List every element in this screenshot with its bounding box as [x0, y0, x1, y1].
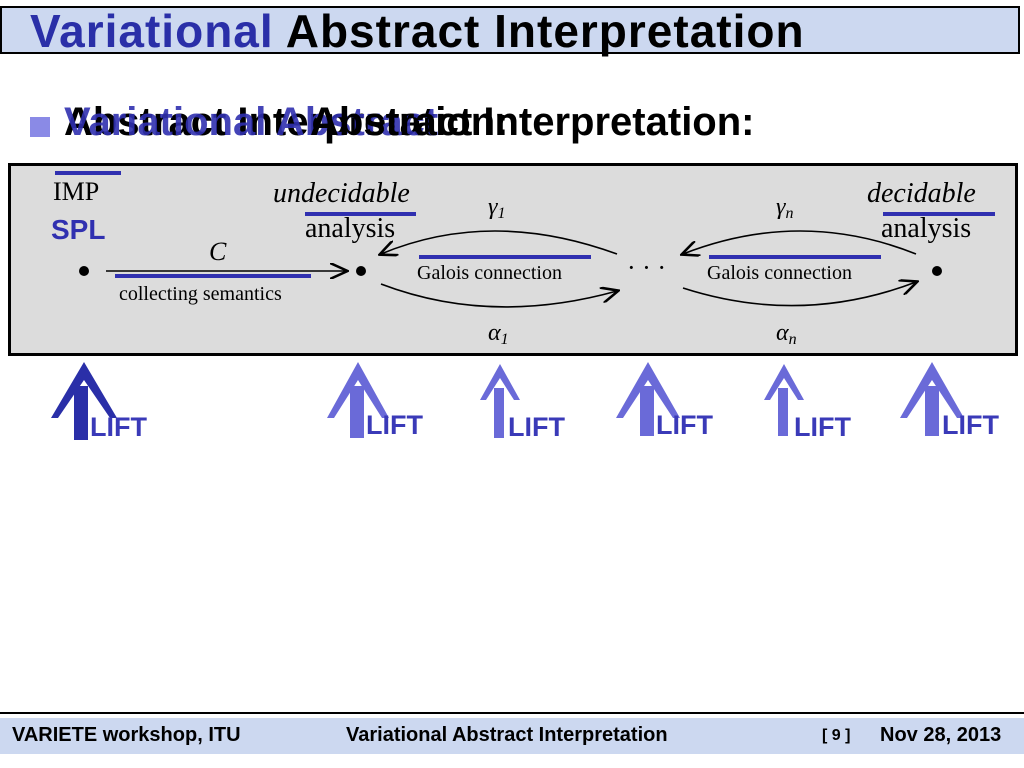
lift-label-6: LIFT [942, 410, 999, 440]
lift-label-4: LIFT [656, 410, 713, 440]
alpha1-label: α1 [488, 320, 509, 348]
title-variational: Variational [30, 5, 274, 57]
title-bar: Variational Abstract Interpretation [0, 5, 1020, 57]
analysis-right-label: analysis [881, 213, 971, 244]
lift-label-3: LIFT [508, 412, 565, 442]
imp-label: IMP [53, 177, 99, 206]
node-decidable [932, 266, 942, 276]
lift-arrow-icon-4 [616, 362, 680, 436]
lift-label-1: LIFT [90, 412, 147, 442]
lift-label-2: LIFT [366, 410, 423, 440]
lift-arrow-icon-3 [480, 364, 520, 438]
bullet-text-b: Variational Abstract [64, 100, 439, 144]
lift-arrows [51, 362, 964, 440]
decidable-label: decidable [867, 178, 976, 209]
undecidable-label: undecidable [273, 178, 410, 209]
bullet-square-icon [30, 117, 50, 137]
gamma1-arrow [381, 230, 618, 254]
spl-label: SPL [51, 214, 105, 245]
lift-arrow-icon-1 [51, 362, 117, 440]
galois-right-label: Galois connection [707, 262, 852, 284]
diagram-panel: IMP SPL C collecting semantics undecidab… [8, 163, 1018, 356]
lift-arrow-icon-2 [327, 362, 389, 438]
node-undecidable [356, 266, 366, 276]
slide-title: Variational Abstract Interpretation [30, 4, 805, 58]
c-label: C [209, 237, 227, 266]
lift-arrow-icon-6 [900, 362, 964, 436]
lift-label-5: LIFT [794, 412, 851, 442]
lift-arrow-icon-5 [764, 364, 804, 436]
title-rest: Abstract Interpretation [285, 5, 805, 57]
bullet-text-c: Abstract Interpretation: [310, 100, 755, 144]
footer-event: VARIETE workshop, ITU [12, 724, 241, 746]
gamman-label: γn [776, 194, 793, 222]
footer-page-number: [ 9 ] [822, 727, 851, 744]
footer-bar [0, 718, 1024, 754]
alpha1-arrow [380, 283, 617, 308]
collecting-label: collecting semantics [119, 283, 282, 305]
diagram-svg: IMP SPL C collecting semantics undecidab… [51, 171, 995, 348]
footer-divider [0, 712, 1024, 714]
ellipsis-dots: · · · [627, 253, 666, 282]
gamma1-label: γ1 [488, 194, 505, 222]
alphan-arrow [682, 282, 916, 307]
node-imp [79, 266, 89, 276]
bullet-text-a: Abstract Interpretation: [64, 100, 509, 144]
galois-left-label: Galois connection [417, 262, 562, 284]
footer-title: Variational Abstract Interpretation [346, 724, 668, 746]
alphan-label: αn [776, 320, 797, 348]
analysis-left-label: analysis [305, 213, 395, 244]
footer-date: Nov 28, 2013 [880, 724, 1002, 746]
gamman-arrow [683, 230, 917, 254]
